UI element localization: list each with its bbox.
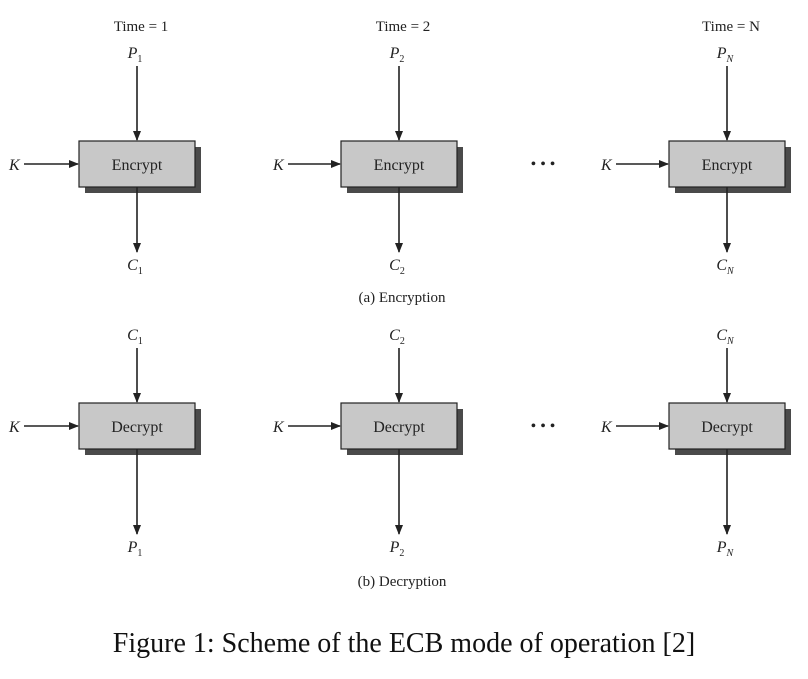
input-label: C2 <box>389 327 405 347</box>
key-label: K <box>8 157 21 174</box>
input-label: P1 <box>127 45 143 65</box>
time-label: Time = 2 <box>376 19 431 35</box>
decrypt-box-label: Decrypt <box>111 419 163 436</box>
output-label: P1 <box>127 539 143 559</box>
output-label: CN <box>716 257 735 277</box>
output-label: P2 <box>389 539 405 559</box>
key-label: K <box>600 419 613 436</box>
decryption-caption: (b) Decryption <box>358 574 447 590</box>
output-label: C1 <box>127 257 143 277</box>
encrypt-box-label: Encrypt <box>374 157 425 174</box>
ellipsis: • • • <box>531 156 556 173</box>
decrypt-box-label: Decrypt <box>701 419 753 436</box>
figure-caption: Figure 1: Scheme of the ECB mode of oper… <box>112 628 696 659</box>
encrypt-box-label: Encrypt <box>112 157 163 174</box>
key-label: K <box>8 419 21 436</box>
decrypt-box-label: Decrypt <box>373 419 425 436</box>
encrypt-box <box>78 140 196 188</box>
key-label: K <box>272 419 285 436</box>
time-label: Time = N <box>702 19 760 35</box>
input-label: PN <box>716 45 735 65</box>
input-label: C1 <box>127 327 143 347</box>
decrypt-box <box>668 402 786 450</box>
output-label: C2 <box>389 257 405 277</box>
input-label: CN <box>716 327 735 347</box>
key-label: K <box>600 157 613 174</box>
decrypt-box <box>78 402 196 450</box>
input-label: P2 <box>389 45 405 65</box>
encryption-caption: (a) Encryption <box>358 290 446 306</box>
encrypt-box <box>340 140 458 188</box>
output-label: PN <box>716 539 735 559</box>
ellipsis: • • • <box>531 418 556 435</box>
decrypt-box <box>340 402 458 450</box>
key-label: K <box>272 157 285 174</box>
time-label: Time = 1 <box>114 19 169 35</box>
encrypt-box-label: Encrypt <box>702 157 753 174</box>
